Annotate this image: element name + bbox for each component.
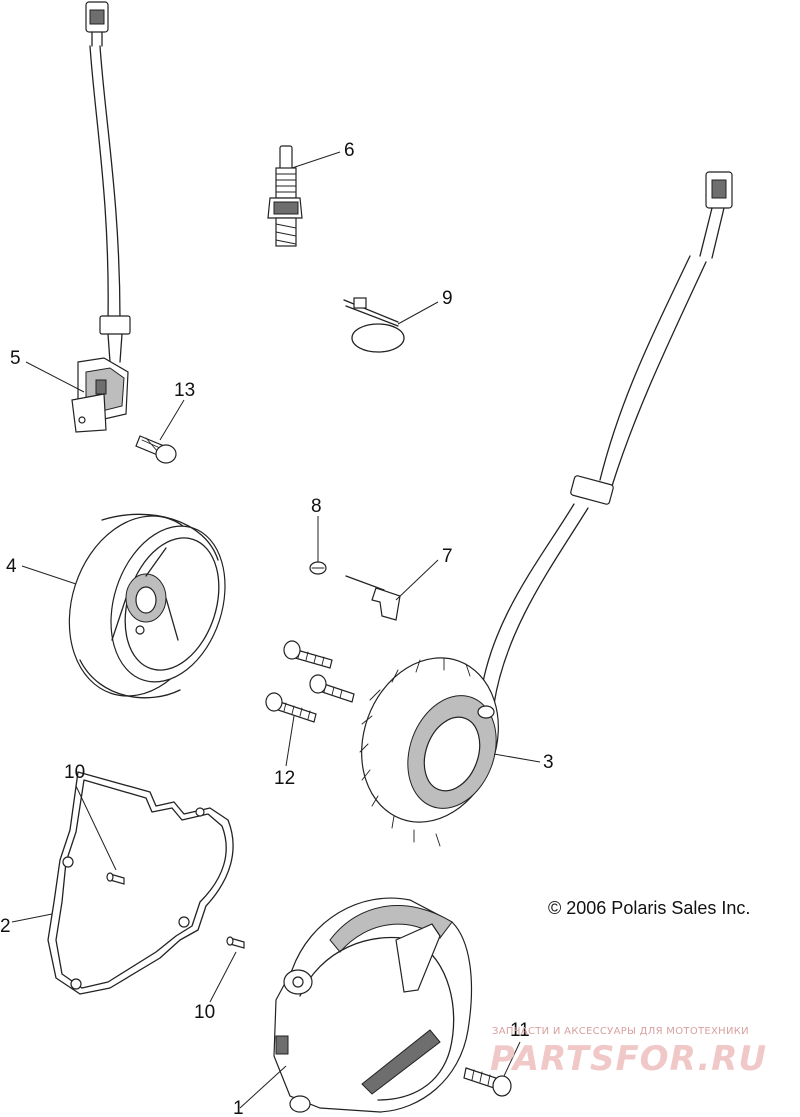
callout-1: 1 [233, 1098, 244, 1117]
part-9-cable-tie [343, 297, 405, 353]
part-4-flywheel [68, 513, 226, 699]
callout-11: 11 [510, 1020, 530, 1041]
callout-4: 4 [6, 556, 17, 577]
part-6-spark-plug [267, 145, 303, 247]
leader-lines [11, 151, 541, 1109]
callout-5: 5 [10, 348, 21, 369]
part-8-screw [309, 561, 327, 575]
part-1-stator-cover [273, 897, 473, 1113]
watermark: ЗАПЧАСТИ И АКСЕССУАРЫ ДЛЯ МОТОТЕХНИКИ PA… [490, 1026, 767, 1079]
callout-12: 12 [274, 768, 295, 789]
part-12-bolts [265, 640, 355, 723]
callout-9: 9 [442, 288, 453, 309]
part-5-pickup-sensor [71, 1, 131, 433]
callout-7: 7 [442, 546, 453, 567]
callout-10-gasket-pin: 10 [64, 762, 85, 783]
part-2-gasket [47, 771, 234, 995]
part-13-screw [135, 435, 177, 464]
part-7-clip [345, 575, 401, 621]
part-3-stator [359, 171, 733, 847]
callout-labels: 1 2 3 4 5 6 7 8 9 10 10 11 12 13 [0, 140, 554, 1117]
part-11-bolt [463, 1067, 512, 1097]
callout-6: 6 [344, 140, 355, 161]
watermark-brand: PARTSFOR.RU [490, 1039, 767, 1079]
copyright-notice: © 2006 Polaris Sales Inc. [548, 898, 750, 918]
callout-10-cover-pin: 10 [194, 1002, 215, 1023]
callout-3: 3 [543, 752, 554, 773]
watermark-tagline: ЗАПЧАСТИ И АКСЕССУАРЫ ДЛЯ МОТОТЕХНИКИ [492, 1026, 749, 1037]
callout-8: 8 [311, 496, 322, 517]
callout-13: 13 [174, 380, 195, 401]
callout-2: 2 [0, 916, 11, 937]
part-10-dowel-pins [106, 872, 245, 949]
